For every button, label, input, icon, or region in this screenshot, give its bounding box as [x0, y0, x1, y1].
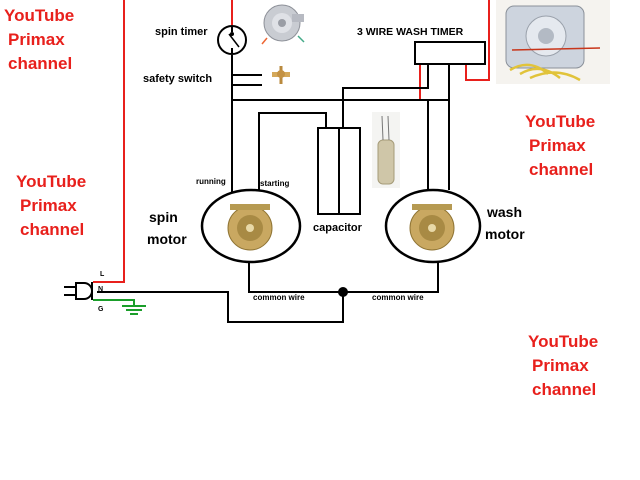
neutral-wires: [97, 55, 450, 323]
plug-icon: [64, 282, 93, 300]
safety-switch-label: safety switch: [143, 73, 212, 85]
capacitor-photo: [372, 112, 400, 188]
wash-timer-box: [414, 41, 486, 65]
wash-motor-label-2: motor: [485, 226, 525, 242]
live-wire-to-capacitor: [347, 64, 421, 101]
live-wire-timer-photo: [465, 0, 490, 81]
spin-timer-label: spin timer: [155, 26, 208, 38]
watermark-line: channel: [20, 220, 85, 239]
common-wire: [248, 258, 439, 293]
spin-timer-photo: [261, 4, 305, 45]
junction-dot: [338, 287, 348, 297]
wash-timer-label: 3 WIRE WASH TIMER: [357, 26, 464, 38]
ground-wire: [93, 299, 146, 315]
neutral-return: [97, 291, 344, 323]
wire-cap-to-wash: [342, 64, 429, 128]
capacitor-symbol: [317, 127, 361, 215]
ground-wire-line: [93, 299, 135, 306]
watermark-line: Primax: [532, 356, 589, 375]
wash-motor-photo: [409, 204, 455, 251]
live-wire-main: [93, 0, 125, 283]
watermark-top-left: YouTube Primax channel: [4, 4, 74, 76]
watermark-line: YouTube: [16, 172, 87, 191]
wire-to-wash-timer: [232, 64, 450, 101]
watermark-mid-right: YouTube Primax channel: [525, 110, 595, 182]
safety-switch-photo: [272, 66, 290, 84]
starting-label: starting: [260, 179, 289, 188]
spin-motor-photo: [227, 204, 273, 251]
watermark-line: Primax: [529, 136, 586, 155]
running-label: running: [196, 177, 226, 186]
plug-label-l: L: [100, 271, 105, 278]
ground-symbol: [122, 305, 146, 315]
watermark-line: YouTube: [4, 6, 75, 25]
wash-motor-label-1: wash: [486, 204, 522, 220]
watermark-line: YouTube: [525, 112, 596, 131]
watermark-line: Primax: [8, 30, 65, 49]
watermark-line: channel: [532, 380, 597, 399]
plug-label-g: G: [98, 306, 104, 313]
watermark-line: Primax: [20, 196, 77, 215]
watermark-mid-left: YouTube Primax channel: [16, 170, 86, 242]
spin-timer-symbol: [217, 25, 247, 55]
wire-starting-to-cap: [258, 112, 327, 193]
common-wire-label-right: common wire: [372, 293, 424, 302]
watermark-line: YouTube: [528, 332, 599, 351]
watermark-line: channel: [8, 54, 73, 73]
plug-label-n: N: [98, 286, 103, 293]
spin-motor-label-2: motor: [147, 231, 187, 247]
common-wire-label-left: common wire: [253, 293, 305, 302]
watermark-bottom-right: YouTube Primax channel: [528, 330, 598, 402]
spin-motor-label-1: spin: [149, 209, 178, 225]
capacitor-label: capacitor: [313, 222, 363, 234]
wash-timer-photo: [496, 0, 610, 84]
watermark-line: channel: [529, 160, 594, 179]
